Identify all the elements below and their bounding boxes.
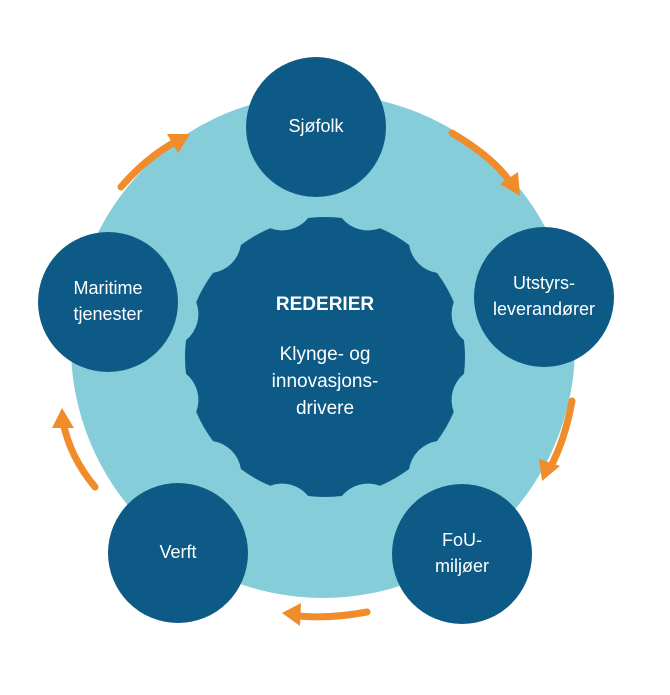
node-utstyrsleverandorer: Utstyrs- leverandører xyxy=(474,227,614,367)
node-verft: Verft xyxy=(108,483,248,623)
node-maritime-tjenester-label-line-2: tjenester xyxy=(73,304,142,324)
node-maritime-tjenester-circle xyxy=(38,232,178,372)
arrow-sjofolk-to-utstyrsleverandorer xyxy=(448,129,520,196)
node-utstyrsleverandorer-label-line-2: leverandører xyxy=(493,299,595,319)
node-sjofolk-label: Sjøfolk xyxy=(288,116,344,136)
center-subtitle-line-3: drivere xyxy=(296,398,354,419)
arrow-fou-miljoer-to-verft-head xyxy=(282,603,301,626)
center-subtitle-line-1: Klynge- og xyxy=(280,344,371,365)
arrow-maritime-tjenester-to-sjofolk-line xyxy=(117,138,179,191)
arrow-maritime-tjenester-to-sjofolk xyxy=(117,134,190,191)
node-fou-miljoer-circle xyxy=(392,484,532,624)
node-verft-circle xyxy=(108,483,248,623)
arrow-verft-to-maritime-tjenester-line xyxy=(59,418,99,491)
arrow-utstyrsleverandorer-to-fou-miljoer-head xyxy=(539,459,560,481)
center-title: REDERIER xyxy=(276,294,374,315)
arrow-utstyrsleverandorer-to-fou-miljoer xyxy=(539,397,576,481)
node-fou-miljoer-label-line-1: FoU- xyxy=(442,530,482,550)
center-gear xyxy=(184,216,466,498)
node-sjofolk: Sjøfolk xyxy=(246,57,386,197)
arrow-sjofolk-to-utstyrsleverandorer-line xyxy=(448,129,514,186)
arrow-verft-to-maritime-tjenester xyxy=(52,408,99,491)
arrow-verft-to-maritime-tjenester-head xyxy=(52,408,74,428)
node-verft-label: Verft xyxy=(159,542,196,562)
arrow-utstyrsleverandorer-to-fou-miljoer-line xyxy=(546,397,576,472)
arrow-fou-miljoer-to-verft-line xyxy=(294,608,371,621)
arrow-maritime-tjenester-to-sjofolk-head xyxy=(167,134,190,153)
cycle-arrows xyxy=(52,129,576,626)
node-sjofolk-circle xyxy=(246,57,386,197)
node-fou-miljoer: FoU- miljøer xyxy=(392,484,532,624)
arrow-fou-miljoer-to-verft xyxy=(282,603,371,626)
center-subtitle-line-2: innovasjons- xyxy=(272,371,379,392)
arrow-sjofolk-to-utstyrsleverandorer-head xyxy=(500,172,520,196)
node-maritime-tjenester-label-line-1: Maritime xyxy=(73,278,142,298)
node-utstyrsleverandorer-label-line-1: Utstyrs- xyxy=(513,273,575,293)
node-maritime-tjenester: Maritime tjenester xyxy=(38,232,178,372)
node-fou-miljoer-label-line-2: miljøer xyxy=(435,556,489,576)
node-utstyrsleverandorer-circle xyxy=(474,227,614,367)
